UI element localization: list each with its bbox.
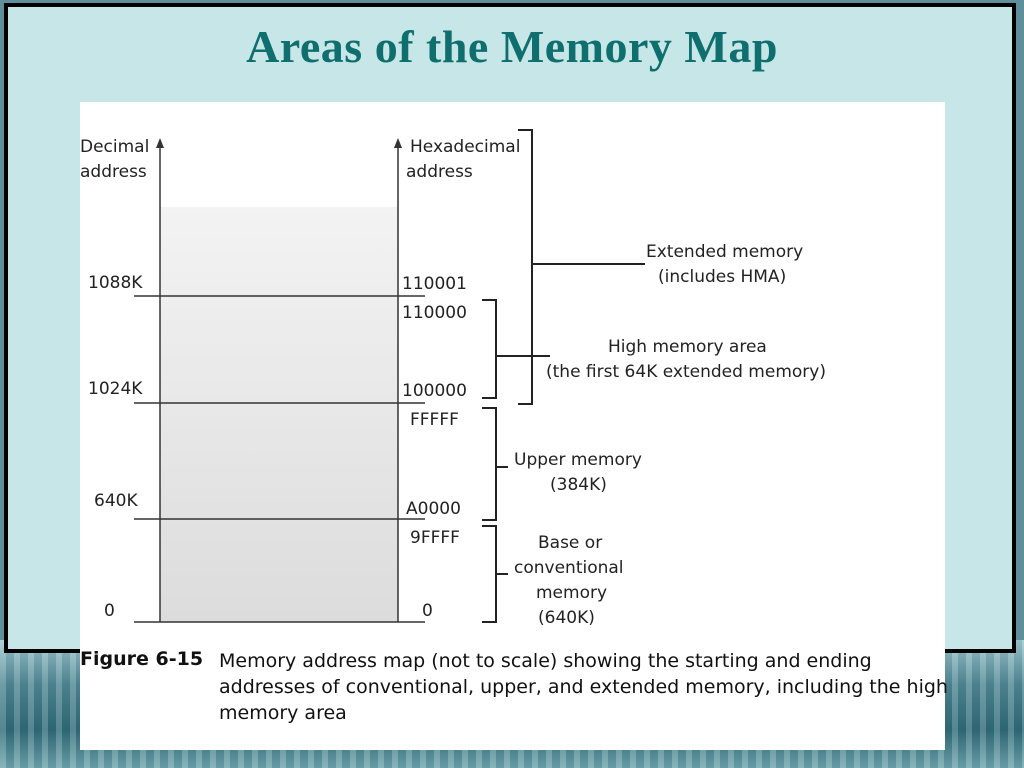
hex-tick-110001: 110001 xyxy=(402,274,467,294)
upper-memory-label-line1: Upper memory xyxy=(514,450,642,470)
hex-tick-fffff: FFFFF xyxy=(410,410,459,430)
extended-memory-label-line2: (includes HMA) xyxy=(658,267,786,287)
hex-axis-arrow xyxy=(394,138,402,148)
decimal-tick-0: 0 xyxy=(104,601,115,621)
figure-caption-label: Figure 6-15 xyxy=(80,648,204,670)
decimal-axis-label-line2: address xyxy=(80,162,147,182)
extended-memory-bracket xyxy=(518,129,533,405)
decimal-tick-1024k: 1024K xyxy=(88,379,143,399)
memory-map-diagram: Decimal address Hexadecimal address 1088… xyxy=(80,129,826,628)
figure-caption-text: Memory address map (not to scale) showin… xyxy=(219,650,948,724)
hma-label-line2: (the first 64K extended memory) xyxy=(546,362,826,382)
hex-tick-9ffff: 9FFFF xyxy=(410,528,460,548)
hex-axis-label-line1: Hexadecimal xyxy=(410,137,520,157)
extended-memory-label-line1: Extended memory xyxy=(646,242,803,262)
upper-memory-bracket xyxy=(482,407,497,521)
hex-axis-label-line2: address xyxy=(406,162,473,182)
hex-tick-a0000: A0000 xyxy=(406,499,461,519)
memory-map-figure: Decimal address Hexadecimal address 1088… xyxy=(80,102,948,750)
slide-title: Areas of the Memory Map xyxy=(246,21,778,72)
decimal-axis-arrow xyxy=(156,138,164,148)
hex-tick-0: 0 xyxy=(422,601,433,621)
base-memory-bracket xyxy=(482,525,497,623)
base-memory-label-line4: (640K) xyxy=(538,608,595,628)
hma-bracket xyxy=(482,299,497,399)
base-memory-label-line1: Base or xyxy=(538,533,602,553)
upper-memory-label-line2: (384K) xyxy=(550,475,607,495)
decimal-axis-label-line1: Decimal xyxy=(80,137,149,157)
decimal-tick-1088k: 1088K xyxy=(88,273,143,293)
hex-tick-110000: 110000 xyxy=(402,303,467,323)
memory-column xyxy=(160,207,398,622)
base-memory-label-line2: conventional xyxy=(514,558,624,578)
decimal-tick-640k: 640K xyxy=(94,491,138,511)
base-memory-label-line3: memory xyxy=(536,583,607,603)
hma-label-line1: High memory area xyxy=(608,337,767,357)
hex-tick-100000: 100000 xyxy=(402,381,467,401)
